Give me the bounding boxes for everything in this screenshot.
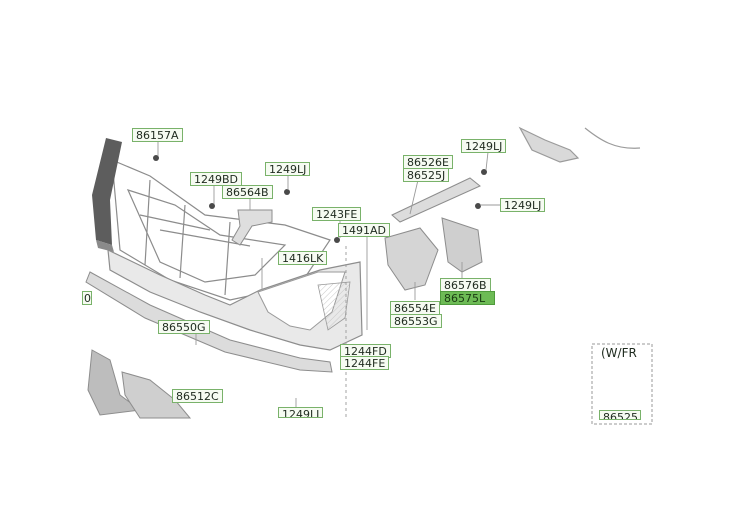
label-86575L: 86575L (440, 291, 495, 305)
label-1249LJ-d: 1249LJ (278, 407, 324, 418)
label-86553G: 86553G (390, 314, 442, 328)
label-86550G: 86550G (158, 320, 210, 334)
label-1416LK: 1416LK (278, 251, 328, 265)
label-1249BD: 1249BD (190, 172, 243, 186)
label-86157A: 86157A (132, 128, 183, 142)
cover-86576B (441, 217, 483, 273)
label-1249LJ-b: 1249LJ (461, 139, 507, 153)
top-right-cable (518, 126, 641, 163)
bumper-left-end (92, 138, 122, 252)
label-1243FE: 1243FE (312, 207, 362, 221)
leader-lines (157, 142, 500, 420)
label-1244FE: 1244FE (340, 356, 390, 370)
label-86525J: 86525J (403, 168, 450, 182)
label-partial-right: 86525 (599, 410, 641, 420)
label-86554E: 86554E (390, 301, 440, 315)
label-86526E: 86526E (403, 155, 453, 169)
label-1491AD: 1491AD (338, 223, 390, 237)
variant-box (591, 343, 653, 425)
label-86512C: 86512C (172, 389, 223, 403)
under-cover (87, 349, 192, 419)
label-1249LJ-a: 1249LJ (265, 162, 311, 176)
label-86576B: 86576B (440, 278, 491, 292)
fasteners (153, 155, 487, 243)
bracket-86564B (231, 209, 273, 246)
label-partial-left: 0 (82, 291, 92, 305)
variant-note: (W/FR (601, 346, 637, 360)
label-86564B: 86564B (222, 185, 273, 199)
bracket-86554E (384, 227, 439, 291)
bracket-86526E (391, 177, 481, 223)
bumper-cover (107, 248, 363, 351)
label-1249LJ-c: 1249LJ (500, 198, 546, 212)
